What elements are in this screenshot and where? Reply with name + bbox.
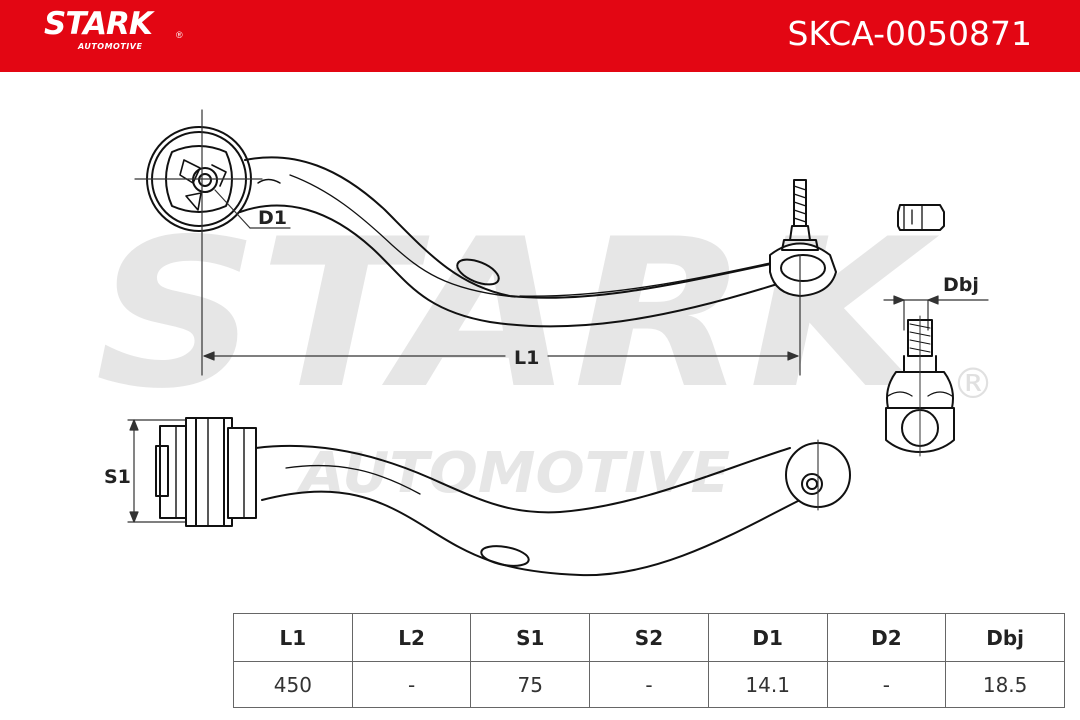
specs-value-cell: 75: [470, 661, 591, 708]
watermark-sub-text: AUTOMOTIVE: [296, 441, 730, 506]
logo-brand-text: STARK: [44, 6, 153, 42]
specs-value-row: 450 - 75 - 14.1 - 18.5: [233, 661, 1065, 708]
dimension-lines: [127, 109, 989, 523]
specs-header-cell: D2: [826, 613, 947, 662]
specs-header-cell: D1: [707, 613, 828, 662]
specs-header-cell: S1: [470, 613, 591, 662]
label-l1: L1: [514, 347, 539, 369]
watermark-registered-mark: ®: [952, 359, 994, 408]
specs-header-cell: L2: [351, 613, 472, 662]
specs-value-cell: -: [826, 661, 947, 708]
header-bar: STARK ® AUTOMOTIVE SKCA-0050871: [0, 0, 1080, 72]
arm-side-view: [155, 417, 851, 577]
specs-value-cell: 450: [233, 661, 353, 708]
specs-value-cell: 18.5: [945, 661, 1065, 708]
specs-header-cell: Dbj: [945, 613, 1065, 662]
label-dbj: Dbj: [943, 274, 979, 296]
specs-table: L1 L2 S1 S2 D1 D2 Dbj 450 - 75 - 14.1 - …: [233, 613, 1065, 708]
stark-logo: STARK ® AUTOMOTIVE: [44, 6, 183, 51]
technical-drawing: STARK AUTOMOTIVE ®: [95, 109, 994, 577]
label-d1: D1: [258, 207, 287, 229]
label-s1: S1: [104, 466, 131, 488]
part-number: SKCA-0050871: [787, 14, 1032, 53]
watermark-text: STARK: [95, 196, 940, 434]
logo-registered-mark: ®: [176, 30, 183, 40]
specs-header-cell: S2: [589, 613, 709, 662]
specs-value-cell: -: [589, 661, 709, 708]
specs-value-cell: 14.1: [707, 661, 828, 708]
logo-sub-text: AUTOMOTIVE: [78, 42, 143, 51]
ball-joint-detail: [885, 315, 955, 457]
specs-header-cell: L1: [233, 613, 353, 662]
specs-value-cell: -: [351, 661, 472, 708]
specs-header-row: L1 L2 S1 S2 D1 D2 Dbj: [233, 613, 1065, 662]
